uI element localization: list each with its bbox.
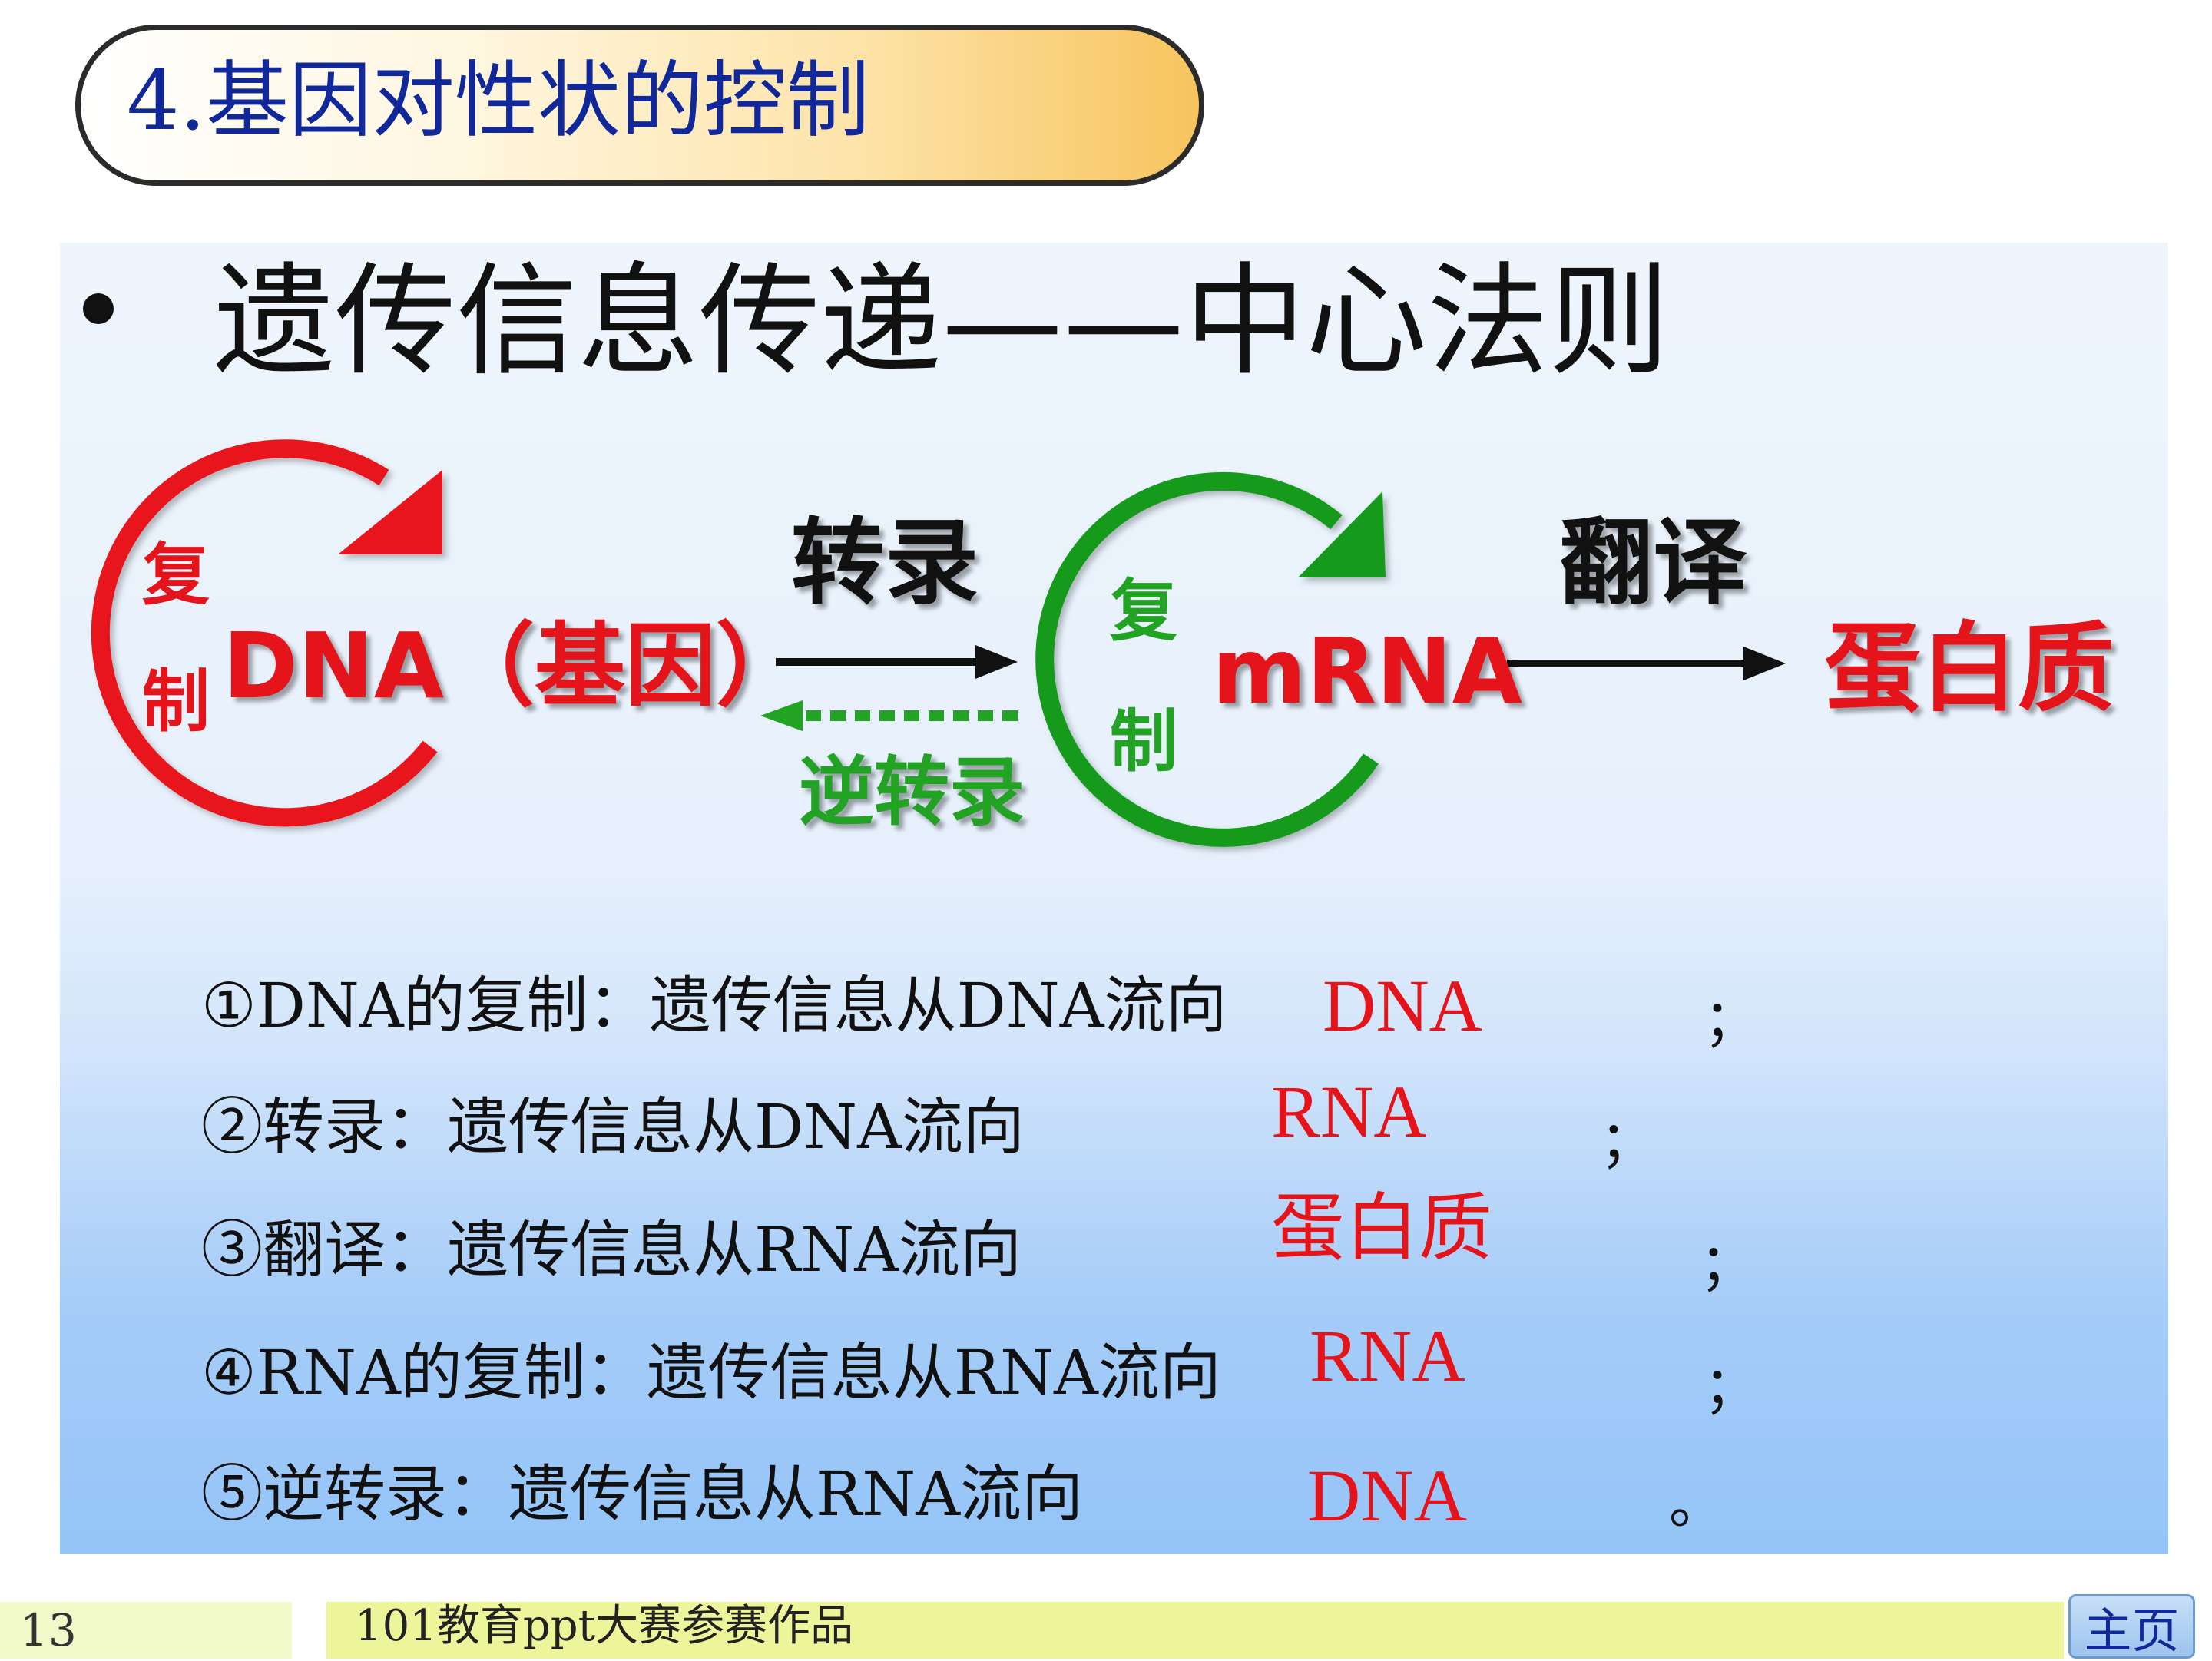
page-number-bar <box>0 1602 292 1659</box>
answer-2: RNA <box>1271 1070 1427 1153</box>
footer-caption: 101教育ppt大赛参赛作品 <box>355 1601 854 1651</box>
bullet-dot <box>83 293 114 324</box>
content-panel <box>60 243 2168 1554</box>
statement-3: ③翻译：遗传信息从RNA流向 <box>201 1214 1022 1285</box>
page-number: 13 <box>20 1604 77 1656</box>
end-punct-5: 。 <box>1669 1471 1725 1536</box>
answer-3: 蛋白质 <box>1271 1187 1492 1269</box>
statement-5: ⑤逆转录：遗传信息从RNA流向 <box>201 1458 1084 1530</box>
end-punct-1: ； <box>1704 988 1760 1052</box>
translation-arrow <box>1507 647 1786 680</box>
transcription-arrow <box>776 645 1018 679</box>
reverse-transcription-arrow <box>760 700 1018 731</box>
rna-replication-char-2: 制 <box>1110 702 1178 781</box>
footer-bar <box>326 1602 2064 1659</box>
answer-4: RNA <box>1310 1315 1465 1397</box>
end-punct-3: ； <box>1700 1232 1756 1296</box>
slide-title: 4.基因对性状的控制 <box>127 53 870 149</box>
rna-replication-char-1: 复 <box>1110 571 1178 650</box>
answer-1: DNA <box>1323 965 1482 1047</box>
transcription-label: 转录 <box>791 508 979 617</box>
main-heading: 遗传信息传递——中心法则 <box>214 251 1670 392</box>
end-punct-2: ； <box>1600 1109 1656 1173</box>
statement-1: ①DNA的复制：遗传信息从DNA流向 <box>201 970 1227 1041</box>
dna-replication-char-2: 制 <box>142 662 210 741</box>
home-button[interactable]: 主页 <box>2068 1594 2195 1659</box>
reverse-transcription-label: 逆转录 <box>799 749 1025 836</box>
rna-replication-arrow <box>1035 471 1386 847</box>
dna-replication-arrow <box>91 439 442 827</box>
dna-replication-char-1: 复 <box>142 535 210 614</box>
protein-label: 蛋白质 <box>1824 612 2114 725</box>
title-banner <box>75 25 1204 186</box>
dna-gene-label: DNA（基因） <box>223 613 807 719</box>
mrna-label: mRNA <box>1212 618 1522 724</box>
statement-4: ④RNA的复制：遗传信息从RNA流向 <box>201 1337 1221 1408</box>
translation-label: 翻译 <box>1559 508 1747 617</box>
statement-2: ②转录：遗传信息从DNA流向 <box>201 1091 1025 1163</box>
end-punct-4: ； <box>1704 1355 1760 1419</box>
answer-5: DNA <box>1307 1454 1467 1537</box>
